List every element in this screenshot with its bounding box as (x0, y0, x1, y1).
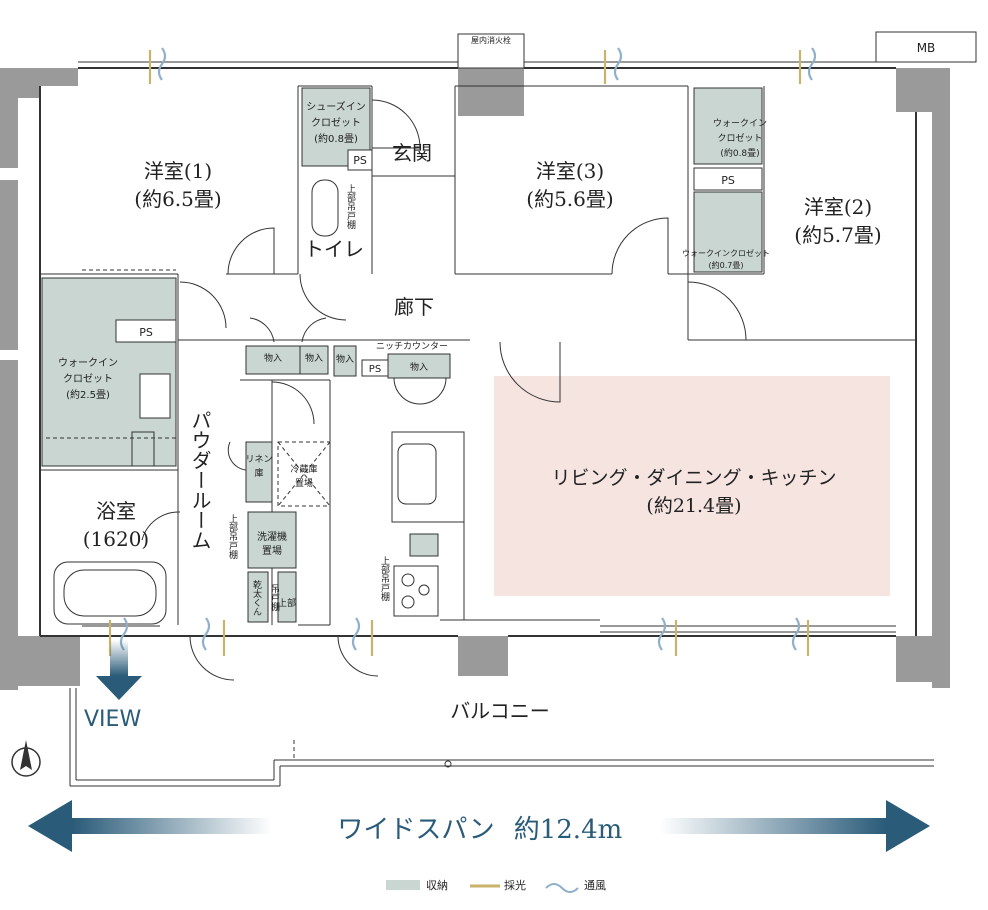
corridor-label: 廊下 (394, 295, 434, 319)
upper-cabinet-kitchen: 上部吊戸棚 (379, 556, 390, 602)
western1-name: 洋室(1) (144, 159, 212, 183)
balcony-label: バルコニー (450, 699, 550, 723)
walkin-r2-upper-line1: ウォークイン (713, 118, 767, 129)
walkin-r2-lower-line2: (約0.7畳) (709, 260, 744, 270)
legend-wind-label: 通風 (584, 879, 606, 892)
ps-room2: PS (721, 174, 735, 187)
niche-counter-label: ニッチカウンター (376, 341, 448, 352)
span-value: 約12.4m (514, 815, 623, 845)
fixtures (46, 31, 977, 625)
legend-storage-swatch (386, 880, 420, 890)
entrance-label: 玄関 (392, 141, 432, 165)
monoire-3: 物入 (336, 353, 354, 365)
view-label: VIEW (84, 707, 141, 732)
mb-label: MB (917, 41, 936, 55)
ps-entrance: PS (353, 154, 367, 167)
walkin-big-line2: クロゼット (63, 373, 113, 385)
linen-line1: リネン (245, 454, 272, 465)
legend-storage-label: 収納 (426, 879, 448, 892)
walkin-big-line3: (約2.5畳) (66, 388, 110, 401)
upper-cabinet-powder: 上部吊戸棚 (227, 514, 238, 560)
bath-name: 浴室 (96, 499, 136, 523)
walkin-r2-upper-line2: クロゼット (717, 132, 762, 144)
monoire-1: 物入 (264, 352, 282, 364)
walkin-r2-upper-line3: (約0.8畳) (720, 147, 759, 159)
fridge-line1: 冷蔵庫 (290, 463, 317, 475)
powder-room-label: パウダールーム (188, 410, 212, 550)
shoes-closet-line2: クロゼット (311, 117, 361, 129)
western2-size: (約5.7畳) (794, 223, 881, 247)
western3-name: 洋室(3) (536, 159, 604, 183)
north-arrow-icon (11, 740, 41, 777)
monoire-2: 物入 (305, 352, 323, 364)
western1-size: (約6.5畳) (134, 187, 221, 211)
balcony-rails (69, 688, 934, 787)
partitions (40, 85, 916, 626)
labels: 洋室(1) (約6.5畳) 洋室(3) (約5.6畳) 洋室(2) (約5.7畳… (58, 35, 935, 892)
dryer-label: 乾太くん (251, 579, 262, 616)
dryer-cabinet-line1: 上部 (278, 597, 296, 609)
washer-line2: 置場 (262, 544, 282, 557)
dryer-cabinet-line2: 吊戸棚 (269, 584, 280, 612)
wide-span-arrow (28, 800, 930, 852)
span-label: ワイドスパン (337, 815, 494, 845)
shoes-closet-line1: シューズイン (306, 100, 366, 113)
legend-wind-swatch (545, 883, 579, 893)
view-indicator (96, 640, 142, 700)
windows (82, 625, 896, 633)
bath-size: (1620) (83, 527, 150, 551)
doors (141, 99, 747, 681)
storage-areas (41, 87, 763, 623)
monoire-4: 物入 (410, 361, 428, 373)
legend-light-label: 採光 (504, 878, 526, 892)
fridge-line2: 置場 (295, 477, 313, 489)
walls (0, 68, 950, 690)
legend (386, 880, 579, 893)
ps-corridor: PS (369, 364, 381, 375)
linen-line2: 庫 (254, 467, 263, 479)
walkin-big-line1: ウォークイン (58, 357, 118, 369)
western2-name: 洋室(2) (804, 195, 872, 219)
shoes-closet-line3: (約0.8畳) (314, 132, 358, 145)
ldk-area-fill (494, 376, 890, 596)
upper-cabinet-toilet: 上部吊戸棚 (345, 184, 356, 230)
ps-walkin: PS (139, 326, 153, 339)
walkin-r2-lower-line1: ウォークインクロゼット (682, 248, 770, 258)
ldk-name: リビング・ダイニング・キッチン (551, 467, 836, 489)
western3-size: (約5.6畳) (526, 187, 613, 211)
ldk-size: (約21.4畳) (646, 495, 741, 517)
toilet-label: トイレ (304, 237, 364, 261)
exterior-outline (39, 61, 917, 637)
washer-line1: 洗濯機 (257, 530, 287, 543)
hydrant-label: 屋内消火栓 (471, 35, 511, 45)
